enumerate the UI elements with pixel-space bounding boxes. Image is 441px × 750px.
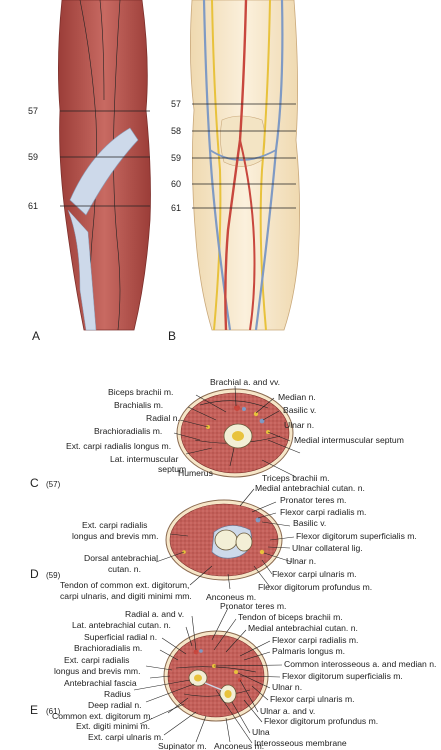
label-c-lat-septum-2: septum bbox=[158, 464, 186, 474]
label-c-humerus: Humerus bbox=[178, 468, 213, 478]
level-59-b: 59 bbox=[171, 153, 181, 163]
label-e-common-interosseous: Common interosseous a. and median n. bbox=[284, 659, 436, 669]
label-e-ecr-2: longus and brevis mm. bbox=[54, 666, 140, 676]
panel-label-d: D bbox=[30, 567, 39, 581]
label-c-medial-septum: Medial intermuscular septum bbox=[294, 435, 404, 445]
label-d-medial-antebrachial: Medial antebrachial cutan. n. bbox=[255, 483, 365, 493]
panel-b-illustration bbox=[190, 0, 300, 331]
label-d-ecr-1: Ext. carpi radialis bbox=[82, 520, 147, 530]
label-d-dorsal-antebrachial-2: cutan. n. bbox=[108, 564, 141, 574]
panel-label-c: C bbox=[30, 476, 39, 490]
label-e-fcu: Flexor carpi ulnaris m. bbox=[270, 694, 355, 704]
label-e-fdp: Flexor digitorum profundus m. bbox=[264, 716, 378, 726]
label-c-brachialis: Brachialis m. bbox=[114, 400, 163, 410]
label-e-radius: Radius bbox=[104, 689, 131, 699]
label-d-dorsal-antebrachial-1: Dorsal antebrachial bbox=[84, 553, 158, 563]
label-d-basilic-v: Basilic v. bbox=[293, 518, 326, 528]
label-c-lat-septum-1: Lat. intermuscular bbox=[110, 454, 178, 464]
section-number-c: (57) bbox=[46, 480, 61, 489]
section-c-leaders bbox=[173, 385, 301, 478]
label-d-fcu: Flexor carpi ulnaris m. bbox=[272, 569, 357, 579]
section-number-e: (61) bbox=[46, 707, 61, 716]
label-e-supinator: Supinator m. bbox=[158, 741, 207, 750]
label-e-ulnar-n: Ulnar n. bbox=[272, 682, 302, 692]
panel-label-e: E bbox=[30, 703, 38, 717]
level-59-a: 59 bbox=[28, 152, 38, 162]
label-e-antebrachial-fascia: Antebrachial fascia bbox=[64, 678, 137, 688]
panel-a-illustration bbox=[58, 0, 151, 331]
label-c-ulnar-n: Ulnar n. bbox=[284, 420, 314, 430]
label-e-ulna: Ulna bbox=[252, 727, 270, 737]
level-57-b: 57 bbox=[171, 99, 181, 109]
label-d-pronator-teres: Pronator teres m. bbox=[280, 495, 346, 505]
label-d-tendon-2: carpi ulnaris, and digiti minimi mm. bbox=[60, 591, 192, 601]
label-d-fdp: Flexor digitorum profundus m. bbox=[258, 582, 372, 592]
label-e-common-ext-digitorum: Common ext. digitorum m. bbox=[52, 711, 153, 721]
section-number-d: (59) bbox=[46, 571, 61, 580]
section-e-leaders bbox=[133, 607, 283, 744]
label-e-medial-antebrachial: Medial antebrachial cutan. n. bbox=[248, 623, 358, 633]
label-d-ulnar-collateral: Ulnar collateral lig. bbox=[292, 543, 363, 553]
level-57-a: 57 bbox=[28, 106, 38, 116]
label-e-biceps-tendon: Tendon of biceps brachii m. bbox=[238, 612, 343, 622]
label-e-brachioradialis: Brachioradialis m. bbox=[74, 643, 142, 653]
label-e-ecu: Ext. carpi ulnaris m. bbox=[88, 732, 163, 742]
label-c-median-n: Median n. bbox=[278, 392, 316, 402]
label-e-fcr: Flexor carpi radialis m. bbox=[272, 635, 358, 645]
label-e-lat-antebrachial: Lat. antebrachial cutan. n. bbox=[72, 620, 171, 630]
label-e-ecr-1: Ext. carpi radialis bbox=[64, 655, 129, 665]
level-60-b: 60 bbox=[171, 179, 181, 189]
label-d-fcr: Flexor carpi radialis m. bbox=[280, 507, 366, 517]
label-c-basilic-v: Basilic v. bbox=[283, 405, 316, 415]
label-e-palmaris: Palmaris longus m. bbox=[272, 646, 345, 656]
label-d-ecr-2: longus and brevis mm. bbox=[72, 531, 158, 541]
section-e bbox=[163, 630, 269, 722]
label-e-anconeus: Anconeus m. bbox=[214, 741, 264, 750]
label-c-radial-n: Radial n. bbox=[146, 413, 180, 423]
section-d-leaders bbox=[155, 488, 295, 590]
label-e-interosseous-membrane: Interosseous membrane bbox=[254, 738, 347, 748]
level-61-b: 61 bbox=[171, 203, 181, 213]
label-c-ecrl: Ext. carpi radialis longus m. bbox=[66, 441, 171, 451]
level-61-a: 61 bbox=[28, 201, 38, 211]
label-e-deep-radial: Deep radial n. bbox=[88, 700, 142, 710]
label-c-brachioradialis: Brachioradialis m. bbox=[94, 426, 162, 436]
level-58-b: 58 bbox=[171, 126, 181, 136]
section-d bbox=[165, 499, 283, 581]
label-c-brachial-artery: Brachial a. and vv. bbox=[210, 377, 280, 387]
label-e-ulnar-a: Ulnar a. and v. bbox=[260, 706, 315, 716]
label-e-radial-a: Radial a. and v. bbox=[125, 609, 184, 619]
panel-label-b: B bbox=[168, 329, 176, 343]
label-c-biceps: Biceps brachii m. bbox=[108, 387, 173, 397]
label-e-ext-digiti-minimi: Ext. digiti minimi m. bbox=[76, 721, 150, 731]
label-c-triceps: Triceps brachii m. bbox=[262, 473, 330, 483]
label-d-anconeus: Anconeus m. bbox=[206, 592, 256, 602]
panel-label-a: A bbox=[32, 329, 40, 343]
label-d-fds: Flexor digitorum superficialis m. bbox=[296, 531, 417, 541]
label-e-pronator-teres: Pronator teres m. bbox=[220, 601, 286, 611]
label-e-fds: Flexor digitorum superficialis m. bbox=[282, 671, 403, 681]
label-e-superficial-radial: Superficial radial n. bbox=[84, 632, 157, 642]
label-d-ulnar-n: Ulnar n. bbox=[286, 556, 316, 566]
section-c bbox=[176, 388, 294, 478]
label-d-tendon-1: Tendon of common ext. digitorum, bbox=[60, 580, 189, 590]
